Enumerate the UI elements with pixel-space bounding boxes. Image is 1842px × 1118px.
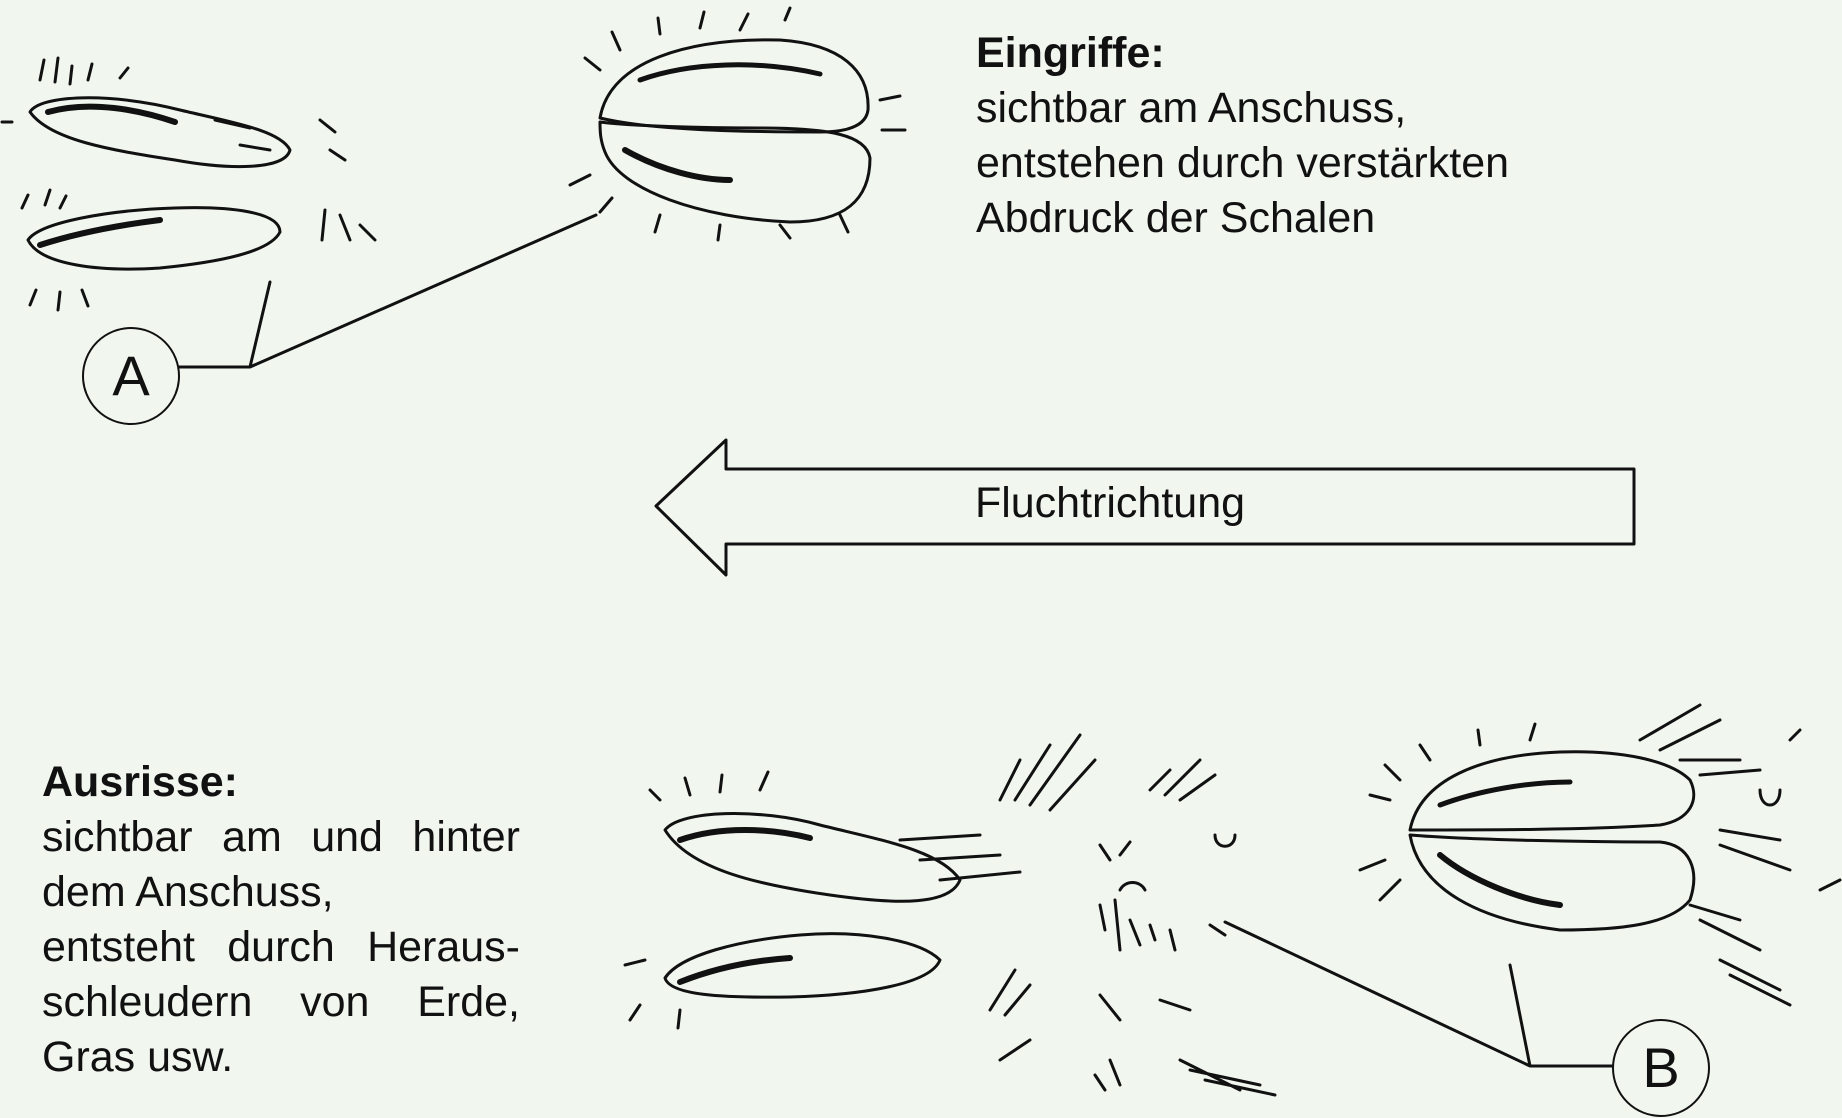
eingriffe-line: entstehen durch verstärkten [976, 136, 1509, 191]
hoof-print-a-right [570, 8, 905, 240]
ausrisse-line: schleudern von Erde, [42, 975, 520, 1030]
eingriffe-line: sichtbar am Anschuss, [976, 81, 1509, 136]
ausrisse-heading: Ausrisse: [42, 755, 520, 810]
marker-a: A [82, 327, 180, 425]
hoof-print-b-right [1360, 705, 1840, 1005]
ausrisse-line: entsteht durch Heraus- [42, 920, 520, 975]
ausrisse-line: dem Anschuss, [42, 865, 520, 920]
ausrisse-annotation: Ausrisse: sichtbar am und hinter dem Ans… [42, 755, 520, 1085]
marker-b: B [1612, 1019, 1710, 1117]
ausrisse-line: sichtbar am und hinter [42, 810, 520, 865]
leader-line-a [176, 215, 596, 367]
hoof-print-b-left [625, 735, 1275, 1095]
direction-arrow-label: Fluchtrichtung [900, 478, 1320, 528]
ausrisse-line: Gras usw. [42, 1030, 520, 1085]
eingriffe-heading: Eingriffe: [976, 26, 1509, 81]
leader-line-b [1225, 922, 1612, 1066]
eingriffe-line: Abdruck der Schalen [976, 191, 1509, 246]
hoof-print-a-left [2, 58, 375, 310]
eingriffe-annotation: Eingriffe: sichtbar am Anschuss, entsteh… [976, 26, 1509, 246]
